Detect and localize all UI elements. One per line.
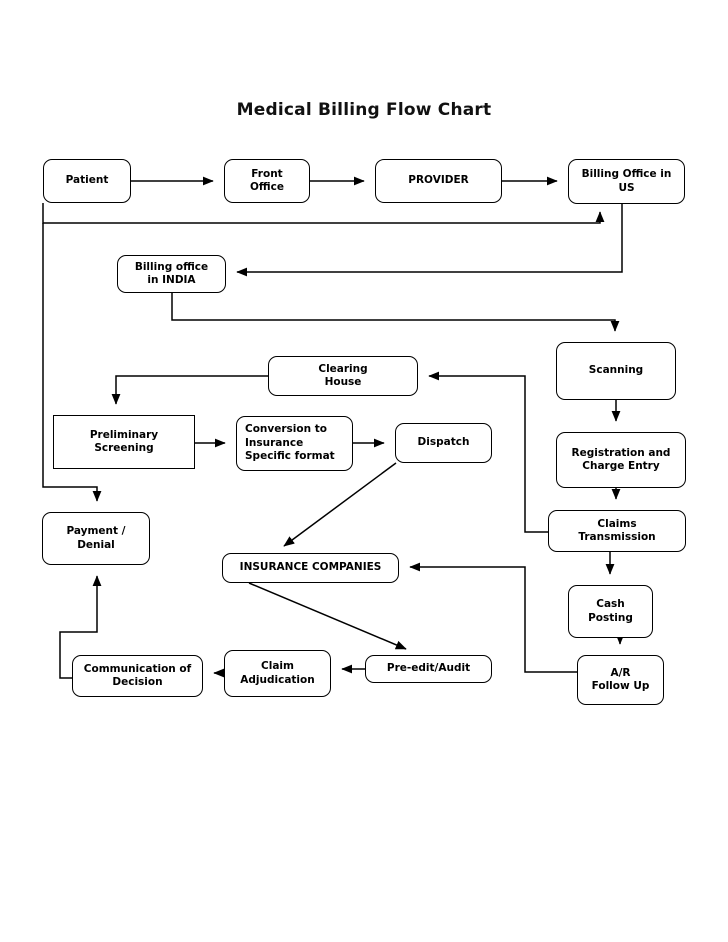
node-patient[interactable]: Patient (43, 159, 131, 203)
page-title: Medical Billing Flow Chart (236, 100, 492, 120)
edge-patient-billing-us (42, 203, 605, 224)
node-dispatch[interactable]: Dispatch (395, 423, 492, 463)
node-clearing-house-label: Clearing House (318, 362, 368, 388)
node-claim-adjudication[interactable]: Claim Adjudication (224, 650, 331, 697)
edge-insurance-pre-edit (248, 582, 407, 650)
node-payment-denial[interactable]: Payment / Denial (42, 512, 150, 565)
node-ar-follow-up[interactable]: A/R Follow Up (577, 655, 664, 705)
node-insurance-companies-label: INSURANCE COMPANIES (239, 561, 382, 574)
node-ar-follow-up-label: A/R Follow Up (591, 666, 650, 692)
edge-ar-insurance (409, 562, 577, 673)
edge-left-rail-payment (42, 223, 102, 502)
node-billing-office-us-label: Billing Office in US (581, 168, 672, 194)
node-patient-label: Patient (65, 174, 109, 187)
node-communication-of-decision[interactable]: Communication of Decision (72, 655, 203, 697)
node-scanning[interactable]: Scanning (556, 342, 676, 400)
node-communication-of-decision-label: Communication of Decision (83, 662, 192, 688)
edge-billing-us-india (236, 204, 623, 277)
node-front-office[interactable]: Front Office (224, 159, 310, 203)
edge-dispatch-insurance (283, 462, 397, 547)
edge-india-scanning (171, 293, 620, 332)
node-conversion-to-insurance-format[interactable]: Conversion to Insurance Specific format (236, 416, 353, 471)
node-cash-posting[interactable]: Cash Posting (568, 585, 653, 638)
node-claims-transmission[interactable]: Claims Transmission (548, 510, 686, 552)
node-front-office-label: Front Office (250, 167, 284, 193)
edge-claims-clearing-house (428, 371, 548, 533)
node-clearing-house[interactable]: Clearing House (268, 356, 418, 396)
node-billing-office-us[interactable]: Billing Office in US (568, 159, 685, 204)
node-conversion-label: Conversion to Insurance Specific format (245, 423, 335, 463)
node-preliminary-screening[interactable]: Preliminary Screening (53, 415, 195, 469)
node-provider[interactable]: PROVIDER (375, 159, 502, 203)
node-payment-denial-label: Payment / Denial (66, 525, 126, 551)
node-provider-label: PROVIDER (408, 174, 469, 187)
node-billing-office-india-label: Billing office in INDIA (134, 260, 209, 286)
node-registration-label: Registration and Charge Entry (571, 446, 671, 472)
edge-communication-payment (59, 575, 102, 679)
node-insurance-companies[interactable]: INSURANCE COMPANIES (222, 553, 399, 583)
node-pre-edit-audit[interactable]: Pre-edit/Audit (365, 655, 492, 683)
node-claim-adjudication-label: Claim Adjudication (240, 660, 315, 686)
node-dispatch-label: Dispatch (417, 436, 470, 449)
node-pre-edit-audit-label: Pre-edit/Audit (386, 662, 471, 675)
node-cash-posting-label: Cash Posting (588, 598, 633, 624)
node-preliminary-screening-label: Preliminary Screening (89, 428, 159, 454)
edge-clearing-house-preliminary (111, 375, 268, 405)
node-billing-office-india[interactable]: Billing office in INDIA (117, 255, 226, 293)
node-claims-transmission-label: Claims Transmission (578, 517, 656, 543)
node-registration-charge-entry[interactable]: Registration and Charge Entry (556, 432, 686, 488)
node-scanning-label: Scanning (588, 364, 644, 377)
